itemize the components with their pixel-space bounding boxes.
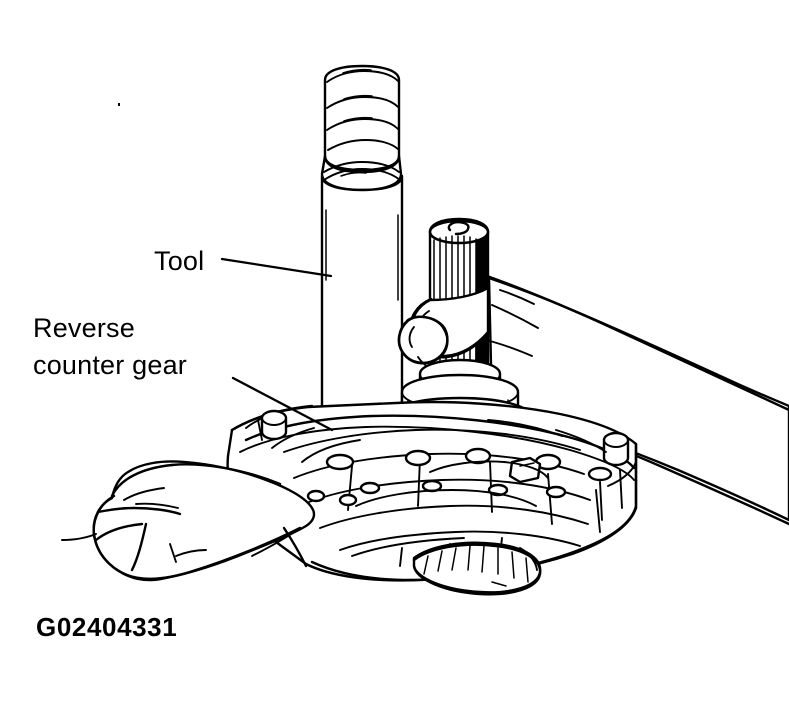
callout-label-reverse-counter-gear: Reverse counter gear (33, 310, 187, 385)
tool-knurled-grip (323, 64, 401, 172)
leader-tool (220, 257, 333, 278)
leader-reverse-counter-gear (231, 376, 334, 432)
callout-label-reverse-counter-gear-line2: counter gear (33, 350, 187, 381)
left-hand (61, 460, 316, 582)
figure-caption: G02404331 (36, 612, 178, 642)
scan-artifact-speck (118, 103, 120, 106)
callout-label-tool: Tool (154, 246, 205, 276)
callout-label-reverse-counter-gear-line1: Reverse (33, 313, 135, 343)
lower-gear (412, 541, 542, 596)
transmission-case (226, 400, 638, 582)
right-hand (397, 274, 789, 526)
callout-leaders (220, 257, 334, 432)
lower-gear-teeth (423, 545, 529, 583)
driver-tool (320, 64, 404, 443)
tool-shaft (320, 168, 404, 443)
